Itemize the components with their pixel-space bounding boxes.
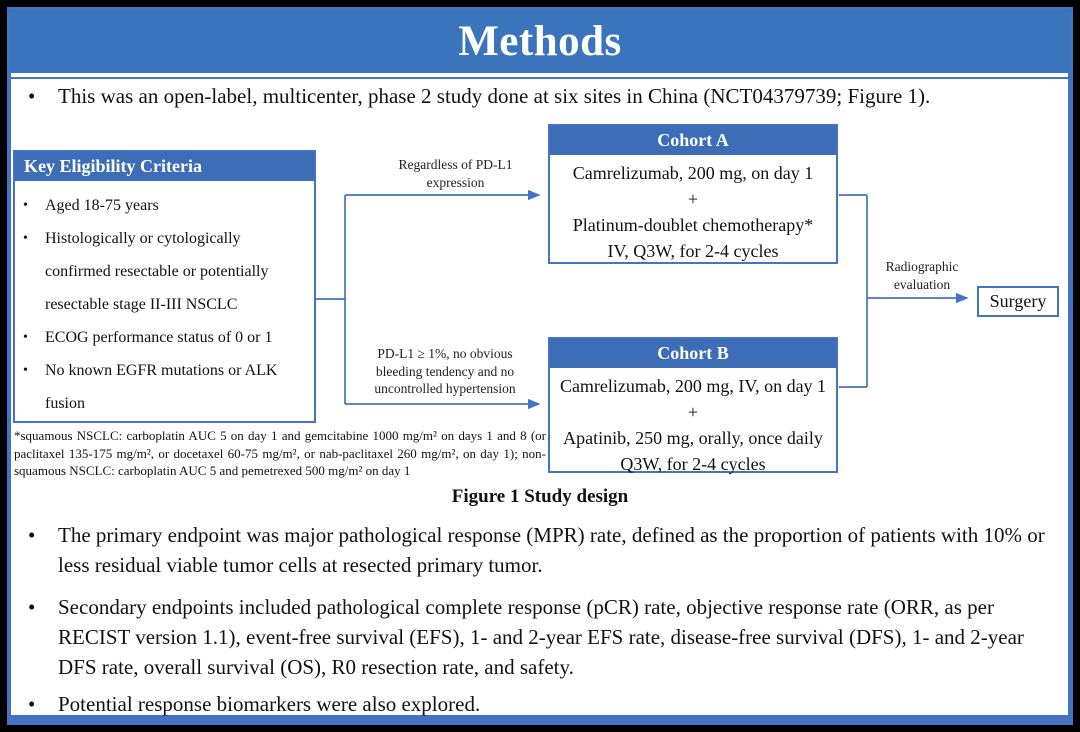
biomarkers-text: Potential response biomarkers were also … xyxy=(58,692,481,716)
eligibility-item-text: Aged 18-75 years xyxy=(45,197,159,214)
page-title: Methods xyxy=(458,17,622,65)
bullet-icon: • xyxy=(23,231,28,246)
plus-sign: + xyxy=(687,189,699,209)
biomarkers-bullet: • Potential response biomarkers were als… xyxy=(28,689,1050,719)
cohort-b-body: Camrelizumab, 200 mg, IV, on day 1 + Apa… xyxy=(550,368,836,477)
bullet-icon: • xyxy=(23,330,28,345)
bullet-icon: • xyxy=(28,692,36,716)
cohort-a-body: Camrelizumab, 200 mg, on day 1 + Platinu… xyxy=(550,155,836,264)
intro-bullet-text: This was an open-label, multicenter, pha… xyxy=(58,84,931,108)
title-divider xyxy=(11,77,1069,79)
branch-label-bottom: PD-L1 ≥ 1%, no obvious bleeding tendency… xyxy=(374,346,516,397)
bullet-icon: • xyxy=(23,198,28,213)
title-bar: Methods xyxy=(9,9,1071,73)
secondary-endpoint-bullet: • Secondary endpoints included pathologi… xyxy=(28,592,1050,682)
surgery-label: Surgery xyxy=(989,291,1047,311)
radiographic-evaluation-label: Radiographic evaluation xyxy=(885,259,959,292)
branch-label-top: Regardless of PD-L1 expression xyxy=(398,157,513,190)
cohort-a-line: IV, Q3W, for 2-4 cycles xyxy=(607,241,779,261)
primary-endpoint-text: The primary endpoint was major pathologi… xyxy=(58,523,1045,577)
figure-caption: Figure 1 Study design xyxy=(451,486,629,507)
eligibility-item: • No known EGFR mutations or ALK fusion xyxy=(23,354,310,420)
bullet-icon: • xyxy=(23,363,28,378)
eligibility-item-text: Histologically or cytologically confirme… xyxy=(45,230,269,313)
cohort-b-line: Q3W, for 2-4 cycles xyxy=(620,454,766,474)
cohort-b-line: Camrelizumab, 200 mg, IV, on day 1 xyxy=(559,376,827,396)
eligibility-item-text: No known EGFR mutations or ALK fusion xyxy=(45,362,278,412)
eligibility-item: • ECOG performance status of 0 or 1 xyxy=(23,321,310,354)
cohort-a-box: Cohort A Camrelizumab, 200 mg, on day 1 … xyxy=(548,124,838,264)
eligibility-item: • Aged 18-75 years xyxy=(23,189,310,222)
eligibility-item-text: ECOG performance status of 0 or 1 xyxy=(45,329,273,346)
cohort-a-line: Camrelizumab, 200 mg, on day 1 xyxy=(572,163,814,183)
eligibility-header: Key Eligibility Criteria xyxy=(15,152,314,181)
cohort-a-header: Cohort A xyxy=(550,126,836,155)
eligibility-list: • Aged 18-75 years • Histologically or c… xyxy=(15,181,314,420)
primary-endpoint-bullet: • The primary endpoint was major patholo… xyxy=(28,520,1050,580)
bullet-icon: • xyxy=(28,595,36,619)
cohort-b-box: Cohort B Camrelizumab, 200 mg, IV, on da… xyxy=(548,337,838,474)
bullet-icon: • xyxy=(28,523,36,547)
cohort-b-header: Cohort B xyxy=(550,339,836,368)
chemo-footnote: *squamous NSCLC: carboplatin AUC 5 on da… xyxy=(14,428,546,479)
cohort-a-line: Platinum-doublet chemotherapy* xyxy=(572,215,814,235)
cohort-b-line: Apatinib, 250 mg, orally, once daily xyxy=(563,428,823,448)
bullet-icon: • xyxy=(28,84,36,108)
eligibility-box: Key Eligibility Criteria • Aged 18-75 ye… xyxy=(13,150,316,423)
secondary-endpoint-text: Secondary endpoints included pathologica… xyxy=(58,595,1024,679)
intro-bullet: • This was an open-label, multicenter, p… xyxy=(28,81,1052,111)
surgery-box: Surgery xyxy=(977,286,1059,317)
eligibility-item: • Histologically or cytologically confir… xyxy=(23,222,310,321)
plus-sign: + xyxy=(687,402,699,422)
